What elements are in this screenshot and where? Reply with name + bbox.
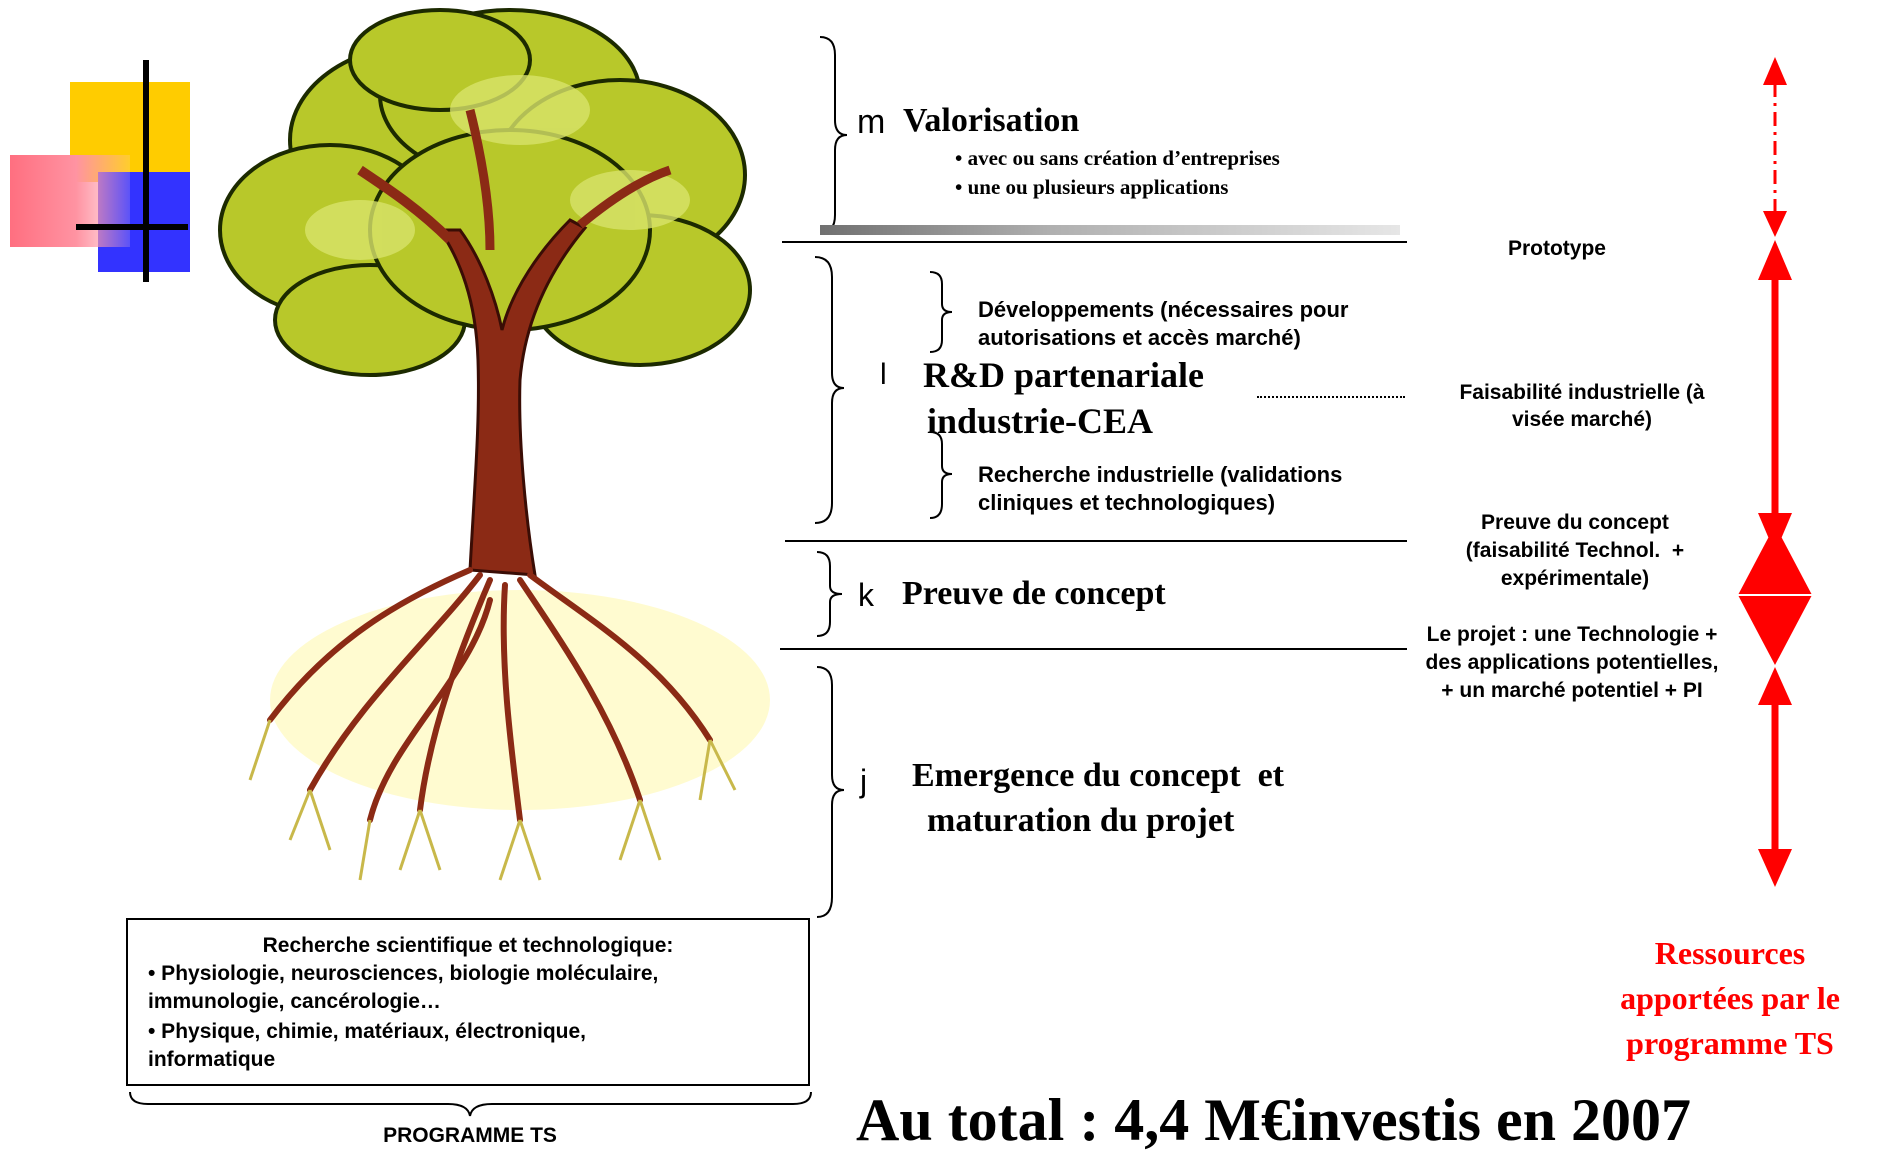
resources-line2: apportées par le <box>1620 980 1840 1016</box>
stage-m-marker: m <box>857 103 886 141</box>
research-line4: informatique <box>148 1048 276 1071</box>
milestone-preuve-line2: (faisabilité Technol. + <box>1465 539 1685 562</box>
brace-emergence <box>816 666 845 918</box>
valorisation-bullet-2: • une ou plusieurs applications <box>955 175 1229 199</box>
milestone-projet-line3: + un marché potentiel + PI <box>1441 679 1703 702</box>
milestone-projet-line2: des applications potentielles, <box>1425 651 1719 674</box>
brace-recherche <box>929 431 953 519</box>
logo-pink-square <box>10 155 130 247</box>
separator-line-1 <box>782 241 1407 243</box>
milestone-preuve-line3: expérimentale) <box>1500 567 1650 590</box>
brace-preuve <box>816 551 843 637</box>
recherche-text-line2: cliniques et technologiques) <box>978 490 1276 515</box>
programme-label: PROGRAMME TS <box>383 1124 557 1147</box>
research-box: Recherche scientifique et technologique:… <box>126 918 810 1086</box>
dashed-arrow-head-down <box>1763 211 1787 237</box>
stage-l-marker: l <box>880 358 887 391</box>
dev-text-line1: Développements (nécessaires pour <box>978 297 1349 322</box>
valorisation-underline-gradient <box>820 225 1400 235</box>
dotted-connector <box>1257 396 1405 398</box>
brace-valorisation <box>819 36 848 234</box>
resource-arrows <box>1738 57 1812 887</box>
rd-arrow-head-up <box>1758 240 1792 280</box>
stage-l-title-line2: industrie-CEA <box>927 401 1154 441</box>
research-line1: • Physiologie, neurosciences, biologie m… <box>148 962 659 985</box>
tree-illustration <box>218 8 770 881</box>
research-line3: • Physique, chimie, matériaux, électroni… <box>148 1020 586 1043</box>
stage-j-title-line2: maturation du projet <box>927 802 1235 839</box>
valorisation-bullet-1: • avec ou sans création d’entreprises <box>955 146 1280 170</box>
milestone-preuve-line1: Preuve du concept <box>1481 511 1669 534</box>
stage-k-title: Preuve de concept <box>902 575 1166 612</box>
milestone-faisabilite-line1: Faisabilité industrielle (à <box>1459 381 1705 404</box>
stage-l-title-line1: R&D partenariale <box>923 355 1204 395</box>
dev-text-line2: autorisations et accès marché) <box>978 325 1301 350</box>
total-investment: Au total : 4,4 M€investis en 2007 <box>856 1087 1691 1153</box>
milestone-prototype: Prototype <box>1507 237 1606 260</box>
brace-dev <box>929 271 953 353</box>
stage-j-marker: j <box>860 763 868 799</box>
separator-line-2 <box>785 540 1407 542</box>
stage-k-marker: k <box>858 577 874 613</box>
stage-j-title-line1: Emergence du concept et <box>912 757 1285 794</box>
logo-vertical-line <box>143 60 149 282</box>
brace-rd <box>814 256 845 524</box>
brace-programme <box>129 1091 812 1117</box>
research-heading: Recherche scientifique et technologique: <box>262 934 674 957</box>
emergence-arrow-head-up <box>1758 667 1792 705</box>
resources-line3: programme TS <box>1626 1025 1834 1061</box>
logo-horizontal-line <box>76 224 188 230</box>
resources-line1: Ressources <box>1654 935 1806 971</box>
milestone-projet-line1: Le projet : une Technologie + <box>1426 623 1718 646</box>
emergence-arrow-head-down <box>1758 849 1792 887</box>
recherche-text-line1: Recherche industrielle (validations <box>978 462 1343 487</box>
dashed-arrow-head-up <box>1763 57 1787 85</box>
separator-line-3 <box>780 648 1407 650</box>
research-line2: immunologie, cancérologie… <box>148 990 441 1013</box>
stage-m-title: Valorisation <box>903 102 1080 139</box>
milestone-faisabilite-line2: visée marché) <box>1511 408 1653 431</box>
